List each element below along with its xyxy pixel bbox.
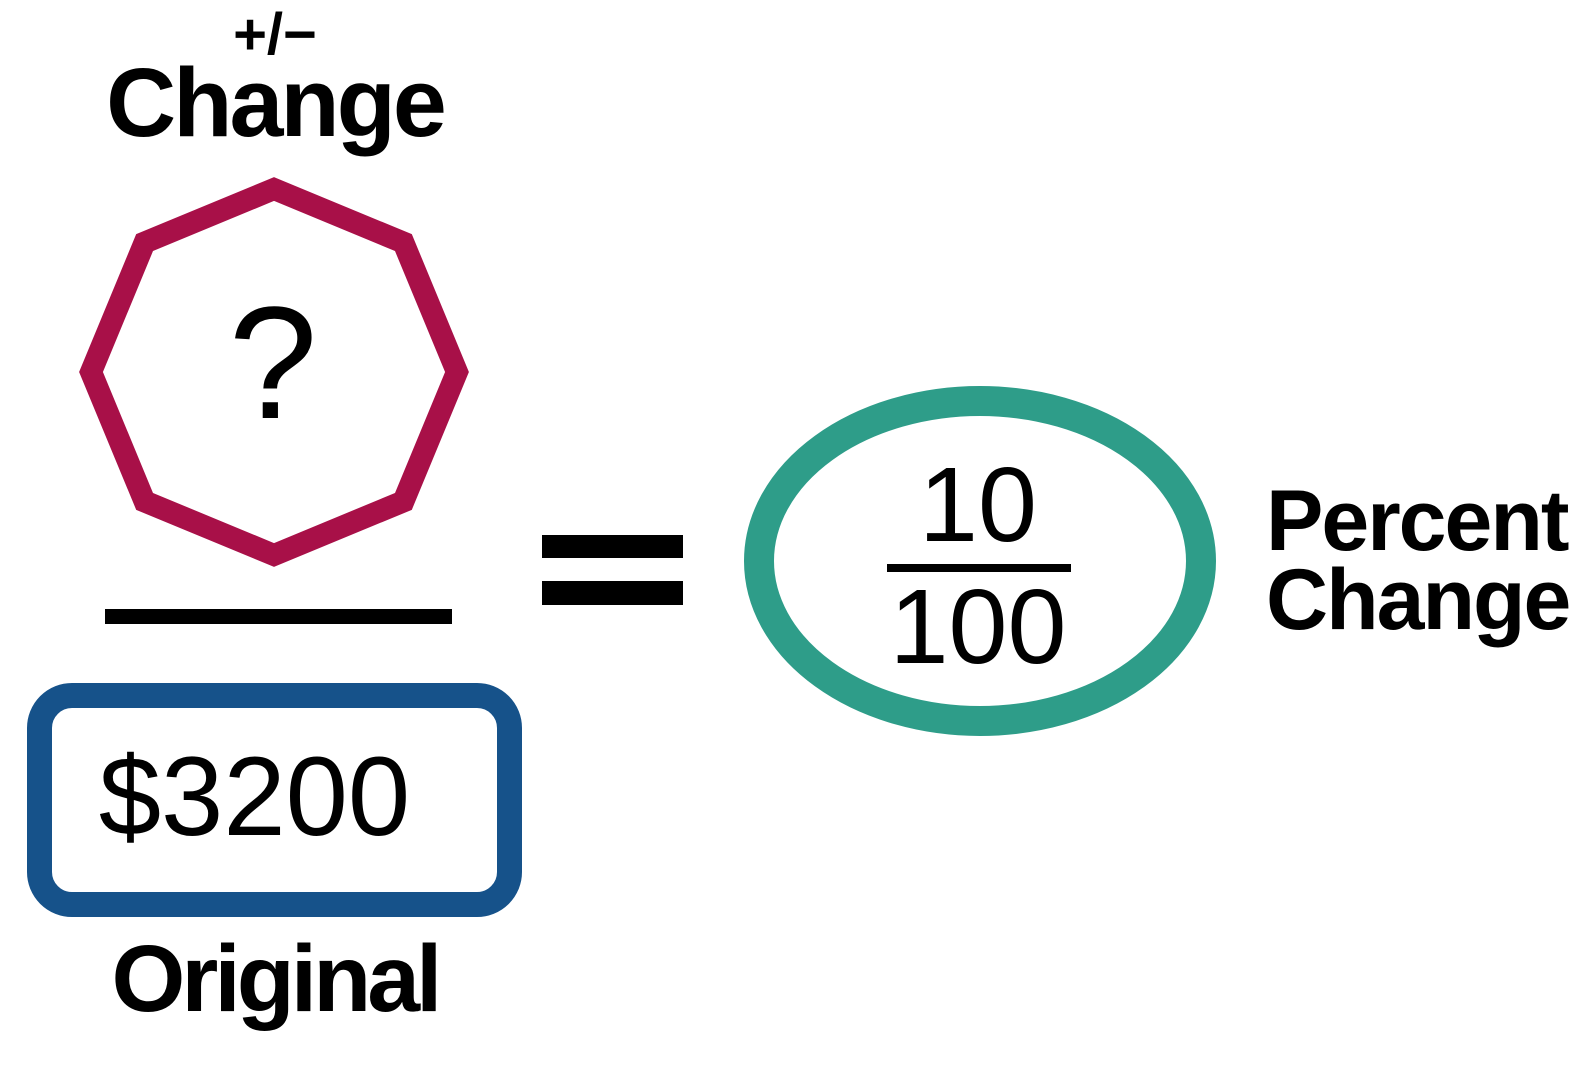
change-octagon-outline (79, 177, 469, 567)
change-value: ? (228, 273, 318, 452)
fraction-bar-right (887, 564, 1071, 572)
result-ellipse-outline (744, 386, 1216, 736)
result-label-line1: Percent (1266, 473, 1570, 569)
original-value: $3200 (98, 734, 411, 859)
result-label-line2: Change (1266, 552, 1571, 649)
change-label: Change (106, 48, 447, 157)
original-value-box: $3200 (27, 683, 522, 917)
result-fraction-denominator: 100 (889, 568, 1067, 686)
equals-bar-bottom (542, 581, 683, 605)
equals-bar-top (542, 535, 683, 558)
result-fraction-numerator: 10 (919, 446, 1037, 564)
fraction-bar-left (105, 609, 452, 624)
equals-text: = (542, 605, 543, 606)
equals-sign: = (542, 535, 683, 605)
result-label: Percent Change (1266, 473, 1571, 649)
change-sign-label: +/− (233, 2, 317, 67)
equals-gap (542, 558, 683, 581)
original-label: Original (111, 926, 443, 1032)
result-ellipse (744, 386, 1216, 736)
change-octagon (79, 177, 469, 567)
